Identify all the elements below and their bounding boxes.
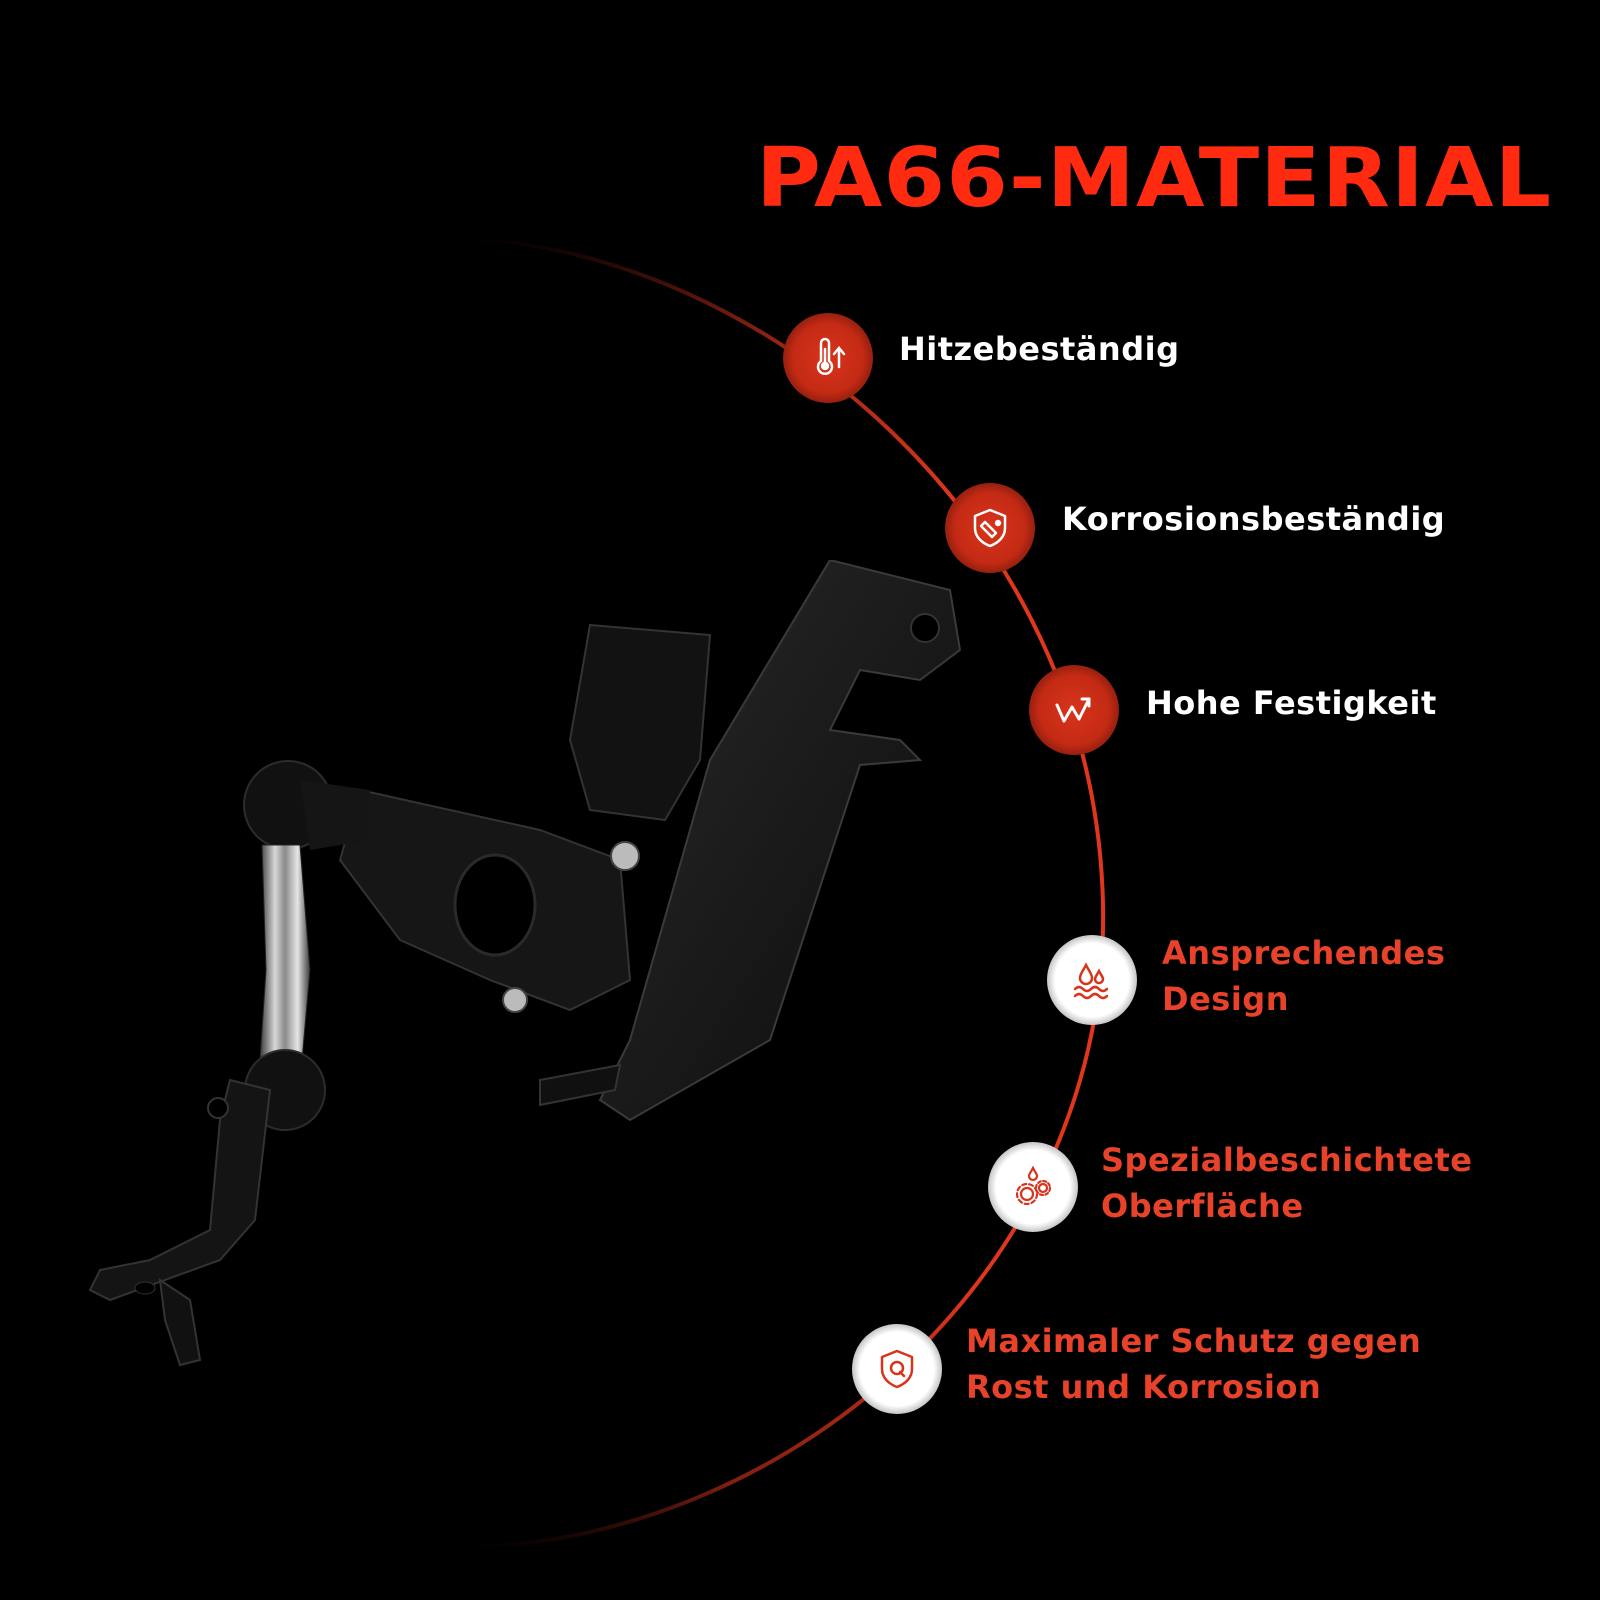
feature-corrosion-resistant: Korrosionsbeständig bbox=[1062, 496, 1445, 542]
feature-max-protection: Maximaler Schutz gegen Rost und Korrosio… bbox=[966, 1318, 1421, 1410]
feature-heat-resistant: Hitzebeständig bbox=[899, 326, 1179, 372]
feature-label: Korrosionsbeständig bbox=[1062, 500, 1446, 538]
feature-label: Hitzebeständig bbox=[899, 330, 1180, 368]
feature-appealing-design: Ansprechendes Design bbox=[1162, 930, 1445, 1022]
page-title: PA66-MATERIAL bbox=[755, 131, 1552, 226]
water-drop-waves-icon bbox=[1047, 935, 1137, 1025]
feature-special-coated-surface: Spezialbeschichtete Oberfläche bbox=[1101, 1137, 1472, 1229]
feature-high-strength: Hohe Festigkeit bbox=[1146, 680, 1437, 726]
feature-label-line-2: Oberfläche bbox=[1101, 1187, 1304, 1225]
shield-q-icon bbox=[852, 1324, 942, 1414]
feature-label-line-2: Design bbox=[1162, 980, 1289, 1018]
thermometer-up-icon bbox=[783, 313, 873, 403]
feature-label-line-1: Maximaler Schutz gegen bbox=[966, 1322, 1422, 1360]
feature-label-line-1: Ansprechendes bbox=[1162, 934, 1446, 972]
trend-up-icon bbox=[1029, 665, 1119, 755]
shield-flask-icon bbox=[945, 483, 1035, 573]
product-image bbox=[88, 560, 962, 1367]
feature-label: Hohe Festigkeit bbox=[1146, 684, 1437, 722]
gears-drop-icon bbox=[988, 1142, 1078, 1232]
feature-label-line-1: Spezialbeschichtete bbox=[1101, 1141, 1473, 1179]
feature-label-line-2: Rost und Korrosion bbox=[966, 1368, 1322, 1406]
